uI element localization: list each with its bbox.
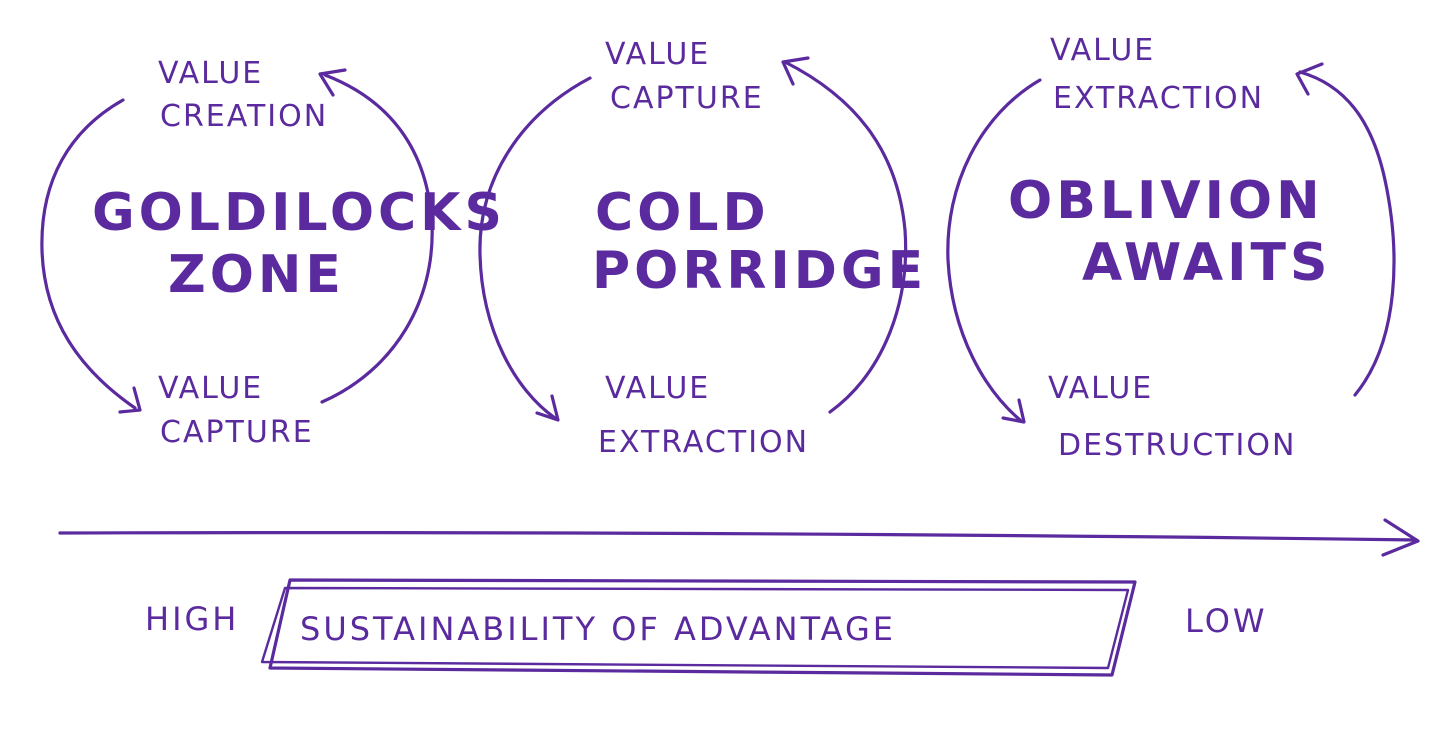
caption-box-sketch bbox=[260, 586, 1130, 670]
cycle-1-top-line2: CREATION bbox=[160, 99, 328, 134]
cycle-3-bottom-line2: DESTRUCTION bbox=[1058, 428, 1296, 463]
cycle-1-title-line1: GOLDILOCKS bbox=[92, 183, 506, 243]
cycle-1-right-arc bbox=[320, 73, 434, 404]
cycle-3-right-arc bbox=[1298, 70, 1396, 397]
cycle-2-top-line2: CAPTURE bbox=[610, 81, 764, 116]
cycle-2-bottom-line2: EXTRACTION bbox=[598, 425, 809, 460]
cycle-1-title-line2: ZONE bbox=[168, 245, 345, 305]
axis-line bbox=[58, 531, 1417, 542]
cycle-2-title-line2: PORRIDGE bbox=[592, 241, 927, 301]
axis-low-label: LOW bbox=[1185, 602, 1268, 640]
axis-caption-label: SUSTAINABILITY OF ADVANTAGE bbox=[300, 610, 896, 648]
cycle-1-left-arrowhead bbox=[118, 386, 142, 414]
cycle-1-right-arrowhead bbox=[318, 68, 347, 97]
cycle-3-title-line1: OBLIVION bbox=[1008, 171, 1324, 231]
cycle-3-title-line2: AWAITS bbox=[1082, 233, 1331, 293]
cycle-1-bottom-line1: VALUE bbox=[158, 371, 263, 406]
cycle-2-top-line1: VALUE bbox=[605, 37, 710, 72]
cycle-2-left-arrowhead bbox=[535, 394, 560, 422]
cycle-2-right-arrowhead bbox=[781, 56, 810, 86]
axis-high-label: HIGH bbox=[145, 600, 239, 638]
cycle-goldilocks: VALUE CREATION GOLDILOCKS ZONE VALUE CAP… bbox=[40, 56, 506, 450]
sustainability-axis bbox=[58, 518, 1420, 557]
cycle-3-right-arrowhead bbox=[1295, 62, 1324, 96]
axis-arrowhead bbox=[1381, 518, 1420, 557]
cycle-2-left-arc bbox=[478, 76, 592, 420]
cycle-1-left-arc bbox=[40, 98, 137, 410]
axis-caption: HIGH SUSTAINABILITY OF ADVANTAGE LOW bbox=[145, 578, 1268, 677]
caption-box bbox=[268, 578, 1137, 677]
cycle-1-top-line1: VALUE bbox=[158, 56, 263, 91]
cycle-3-top-line1: VALUE bbox=[1050, 33, 1155, 68]
cycle-2-right-arc bbox=[783, 60, 908, 414]
cycle-3-left-arc bbox=[946, 78, 1042, 422]
cycle-1-bottom-line2: CAPTURE bbox=[160, 415, 314, 450]
cycle-3-top-line2: EXTRACTION bbox=[1053, 81, 1264, 116]
cycle-3-left-arrowhead bbox=[1001, 398, 1026, 424]
cycle-cold-porridge: VALUE CAPTURE COLD PORRIDGE VALUE EXTRAC… bbox=[478, 37, 927, 460]
cycle-oblivion-awaits: VALUE EXTRACTION OBLIVION AWAITS VALUE D… bbox=[946, 33, 1396, 463]
cycle-2-bottom-line1: VALUE bbox=[605, 371, 710, 406]
cycle-3-bottom-line1: VALUE bbox=[1048, 371, 1153, 406]
cycle-2-title-line1: COLD bbox=[595, 183, 770, 243]
